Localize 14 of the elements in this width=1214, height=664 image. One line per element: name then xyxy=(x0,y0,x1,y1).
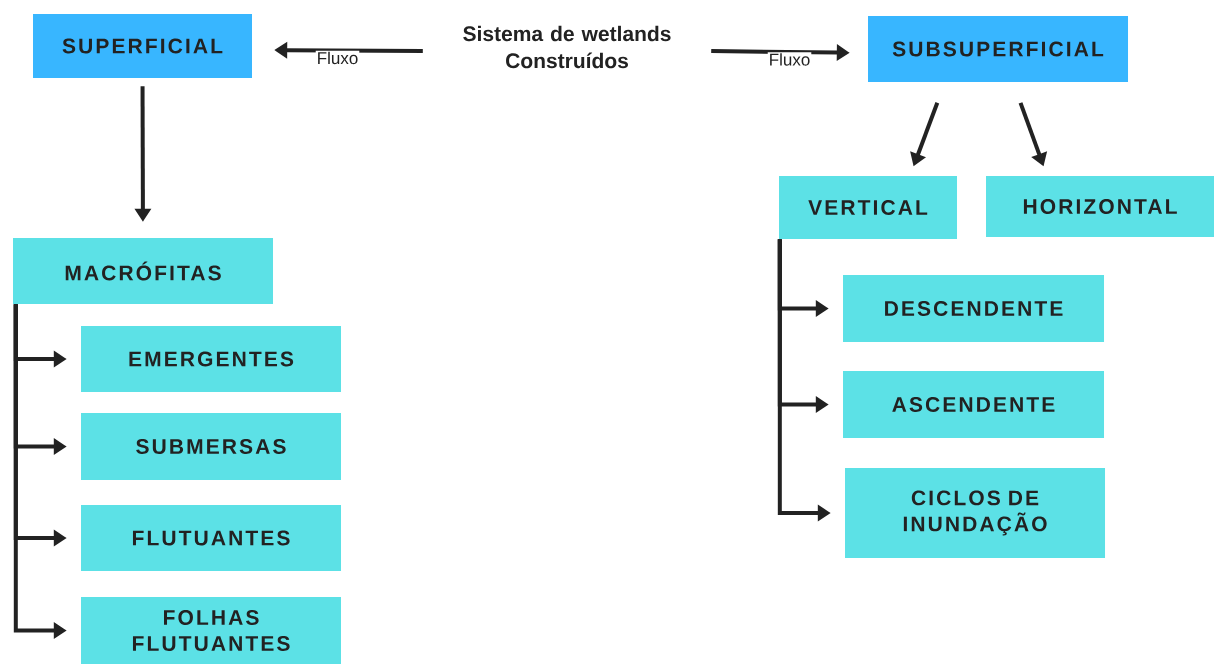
title-text: Sistema de wetlands Construídos xyxy=(463,25,671,69)
category-box: HORIZONTAL xyxy=(986,176,1214,237)
category-box: SUPERFICIAL xyxy=(33,14,252,78)
category-box: SUBSUPERFICIAL xyxy=(868,16,1128,82)
category-box: EMERGENTES xyxy=(81,326,341,392)
category-box: SUBMERSAS xyxy=(81,413,341,480)
edge-label: Fluxo xyxy=(767,52,812,67)
category-box: FLUTUANTES xyxy=(81,505,341,571)
category-box: CICLOS DE INUNDAÇÃO xyxy=(845,468,1105,558)
category-box: MACRÓFITAS xyxy=(13,238,273,304)
category-box: ASCENDENTE xyxy=(843,371,1104,438)
category-box: DESCENDENTE xyxy=(843,275,1104,342)
category-box: FOLHAS FLUTUANTES xyxy=(81,597,341,664)
category-box: VERTICAL xyxy=(779,176,957,239)
